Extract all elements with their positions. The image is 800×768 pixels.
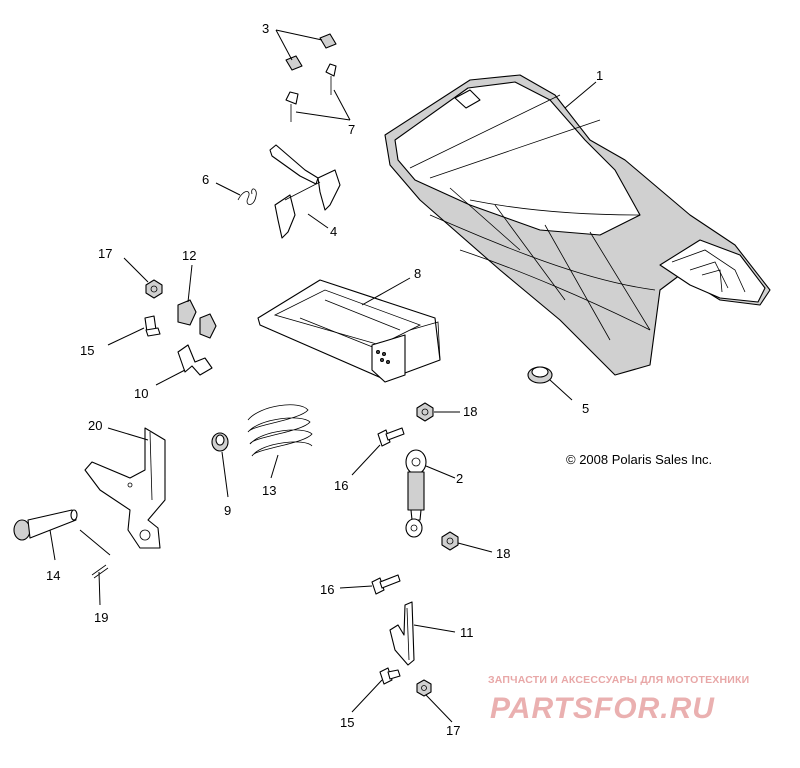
bolt-part-15-top <box>144 315 161 337</box>
leader-lines <box>49 29 597 723</box>
bolt-part-16-bottom <box>371 574 401 595</box>
rivet-part-7 <box>285 63 337 122</box>
callout-12: 12 <box>182 248 196 263</box>
latch-spring <box>237 188 257 205</box>
pivot-pin <box>13 509 78 541</box>
lower-bracket <box>389 601 415 666</box>
copyright-notice: © 2008 Polaris Sales Inc. <box>566 452 712 467</box>
callout-2: 2 <box>456 471 463 486</box>
nut-part-18-top <box>416 402 434 422</box>
clamp-part-12 <box>177 299 217 339</box>
callout-13: 13 <box>262 483 276 498</box>
watermark-logo: PARTSFOR.RU <box>490 692 715 725</box>
callout-1: 1 <box>596 68 603 83</box>
seat-grommet <box>527 366 553 384</box>
bolt-part-15-bottom <box>379 667 401 685</box>
callout-9: 9 <box>224 503 231 518</box>
nut-part-17-bottom <box>416 679 432 697</box>
callout-5: 5 <box>582 401 589 416</box>
callout-19: 19 <box>94 610 108 625</box>
callout-16-top: 16 <box>334 478 348 493</box>
callout-17-bottom: 17 <box>446 723 460 738</box>
callout-10: 10 <box>134 386 148 401</box>
shock-mount-bracket <box>84 427 166 549</box>
cotter-pin <box>91 564 109 579</box>
storage-tray <box>257 279 441 383</box>
shock-absorber <box>405 449 427 538</box>
coil-spring <box>247 404 313 457</box>
bolt-part-16-top <box>377 427 405 447</box>
callout-6: 6 <box>202 172 209 187</box>
callout-7: 7 <box>348 122 355 137</box>
seat-assembly <box>384 74 771 376</box>
callout-16-bottom: 16 <box>320 582 334 597</box>
callout-numbers: 1 2 3 4 5 6 7 8 9 10 11 12 13 14 15 15 1… <box>46 21 603 738</box>
callout-18-top: 18 <box>463 404 477 419</box>
callout-17-top: 17 <box>98 246 112 261</box>
callout-8: 8 <box>414 266 421 281</box>
callout-3: 3 <box>262 21 269 36</box>
seat-latch <box>269 144 341 239</box>
pad-part-3 <box>285 33 337 71</box>
watermark: ЗАПЧАСТИ И АКСЕССУАРЫ ДЛЯ МОТОТЕХНИКИ PA… <box>488 674 749 725</box>
callout-11: 11 <box>460 625 474 640</box>
callout-20: 20 <box>88 418 102 433</box>
nut-part-17-top <box>145 279 163 299</box>
callout-15-top: 15 <box>80 343 94 358</box>
callout-14: 14 <box>46 568 60 583</box>
bracket-part-10 <box>177 344 213 376</box>
callout-15-bottom: 15 <box>340 715 354 730</box>
nut-part-18-bottom <box>441 531 459 551</box>
bushing-part-9 <box>211 432 229 452</box>
callout-4: 4 <box>330 224 337 239</box>
watermark-tagline: ЗАПЧАСТИ И АКСЕССУАРЫ ДЛЯ МОТОТЕХНИКИ <box>488 674 749 686</box>
callout-18-bottom: 18 <box>496 546 510 561</box>
